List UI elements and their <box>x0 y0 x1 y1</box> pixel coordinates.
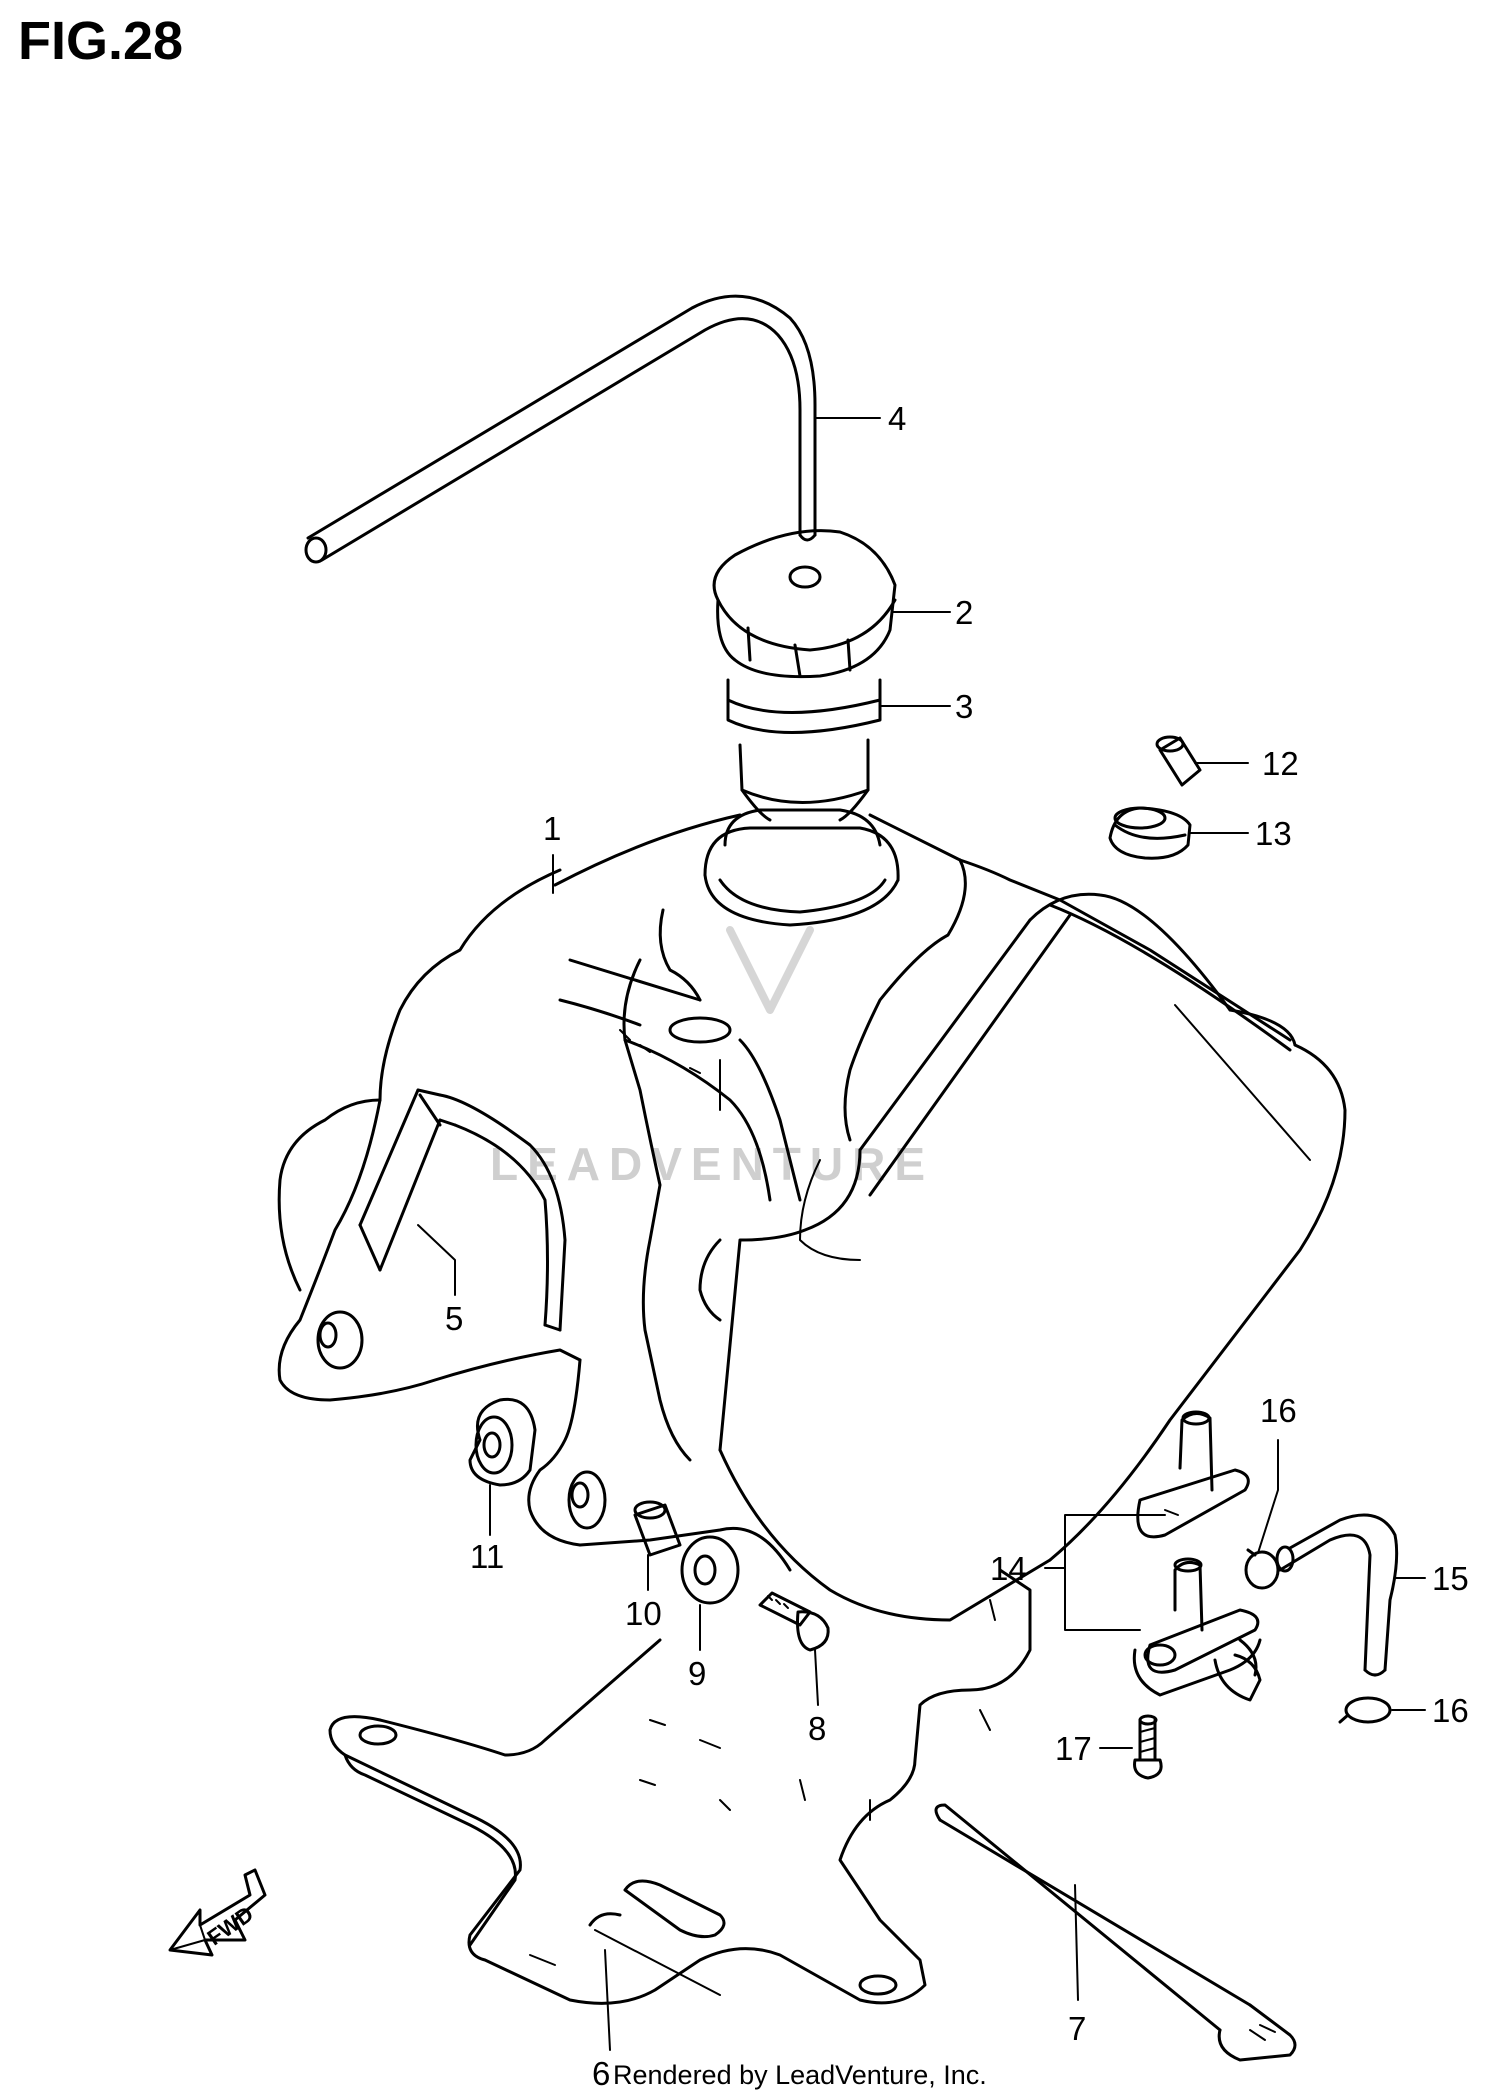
hose-clamp-lower <box>1338 1696 1392 1724</box>
fuel-hose <box>1275 1513 1399 1677</box>
callout-6[interactable]: 6 <box>592 2055 610 2092</box>
callout-1[interactable]: 1 <box>543 810 561 847</box>
callout-16-lower[interactable]: 16 <box>1432 1692 1469 1729</box>
grommet-13 <box>1108 806 1192 860</box>
grommet-11 <box>468 1397 537 1487</box>
leader-6 <box>604 1949 611 2051</box>
callout-5[interactable]: 5 <box>445 1300 463 1337</box>
hose-clamp-upper <box>1244 1548 1280 1590</box>
tank-strap <box>934 1803 1297 2062</box>
callout-4[interactable]: 4 <box>888 400 906 437</box>
figure-title: FIG.28 <box>18 11 184 71</box>
tank-bracket <box>328 1568 1032 2005</box>
callout-3[interactable]: 3 <box>955 688 973 725</box>
callout-12[interactable]: 12 <box>1262 745 1299 782</box>
bolt-8 <box>758 1591 830 1652</box>
callout-13[interactable]: 13 <box>1255 815 1292 852</box>
callout-11[interactable]: 11 <box>470 1538 504 1575</box>
leader-5 <box>417 1224 456 1296</box>
callout-17[interactable]: 17 <box>1055 1730 1092 1767</box>
fuel-valve <box>1132 1410 1262 1702</box>
breather-hose <box>304 294 817 564</box>
leadventure-watermark: LEADVENTURE <box>490 926 934 1190</box>
washer-9 <box>680 1535 740 1605</box>
callout-14[interactable]: 14 <box>990 1550 1027 1587</box>
cap-gasket <box>726 678 882 822</box>
callout-15[interactable]: 15 <box>1432 1560 1469 1597</box>
callout-2[interactable]: 2 <box>955 594 973 631</box>
leader-7 <box>1074 1884 1079 2001</box>
callout-8[interactable]: 8 <box>808 1710 826 1747</box>
leader-8 <box>814 1649 819 1706</box>
callout-7[interactable]: 7 <box>1068 2010 1086 2047</box>
callout-9[interactable]: 9 <box>688 1655 706 1692</box>
leader-lines <box>417 417 1426 2051</box>
footer-credit: Rendered by LeadVenture, Inc. <box>613 2060 987 2090</box>
leader-14 <box>1044 1514 1166 1631</box>
leader-16a <box>1257 1439 1279 1554</box>
collar-10 <box>633 1500 682 1557</box>
fuel-tank <box>277 808 1347 1622</box>
screw-17 <box>1133 1714 1163 1780</box>
callout-10[interactable]: 10 <box>625 1595 662 1632</box>
callout-16-upper[interactable]: 16 <box>1260 1392 1297 1429</box>
fwd-arrow-icon: FWD <box>168 1868 267 1957</box>
collar-12 <box>1155 735 1202 787</box>
watermark-text: LEADVENTURE <box>490 1138 934 1190</box>
tank-cushion <box>358 1088 567 1332</box>
fuel-cap <box>712 529 897 679</box>
